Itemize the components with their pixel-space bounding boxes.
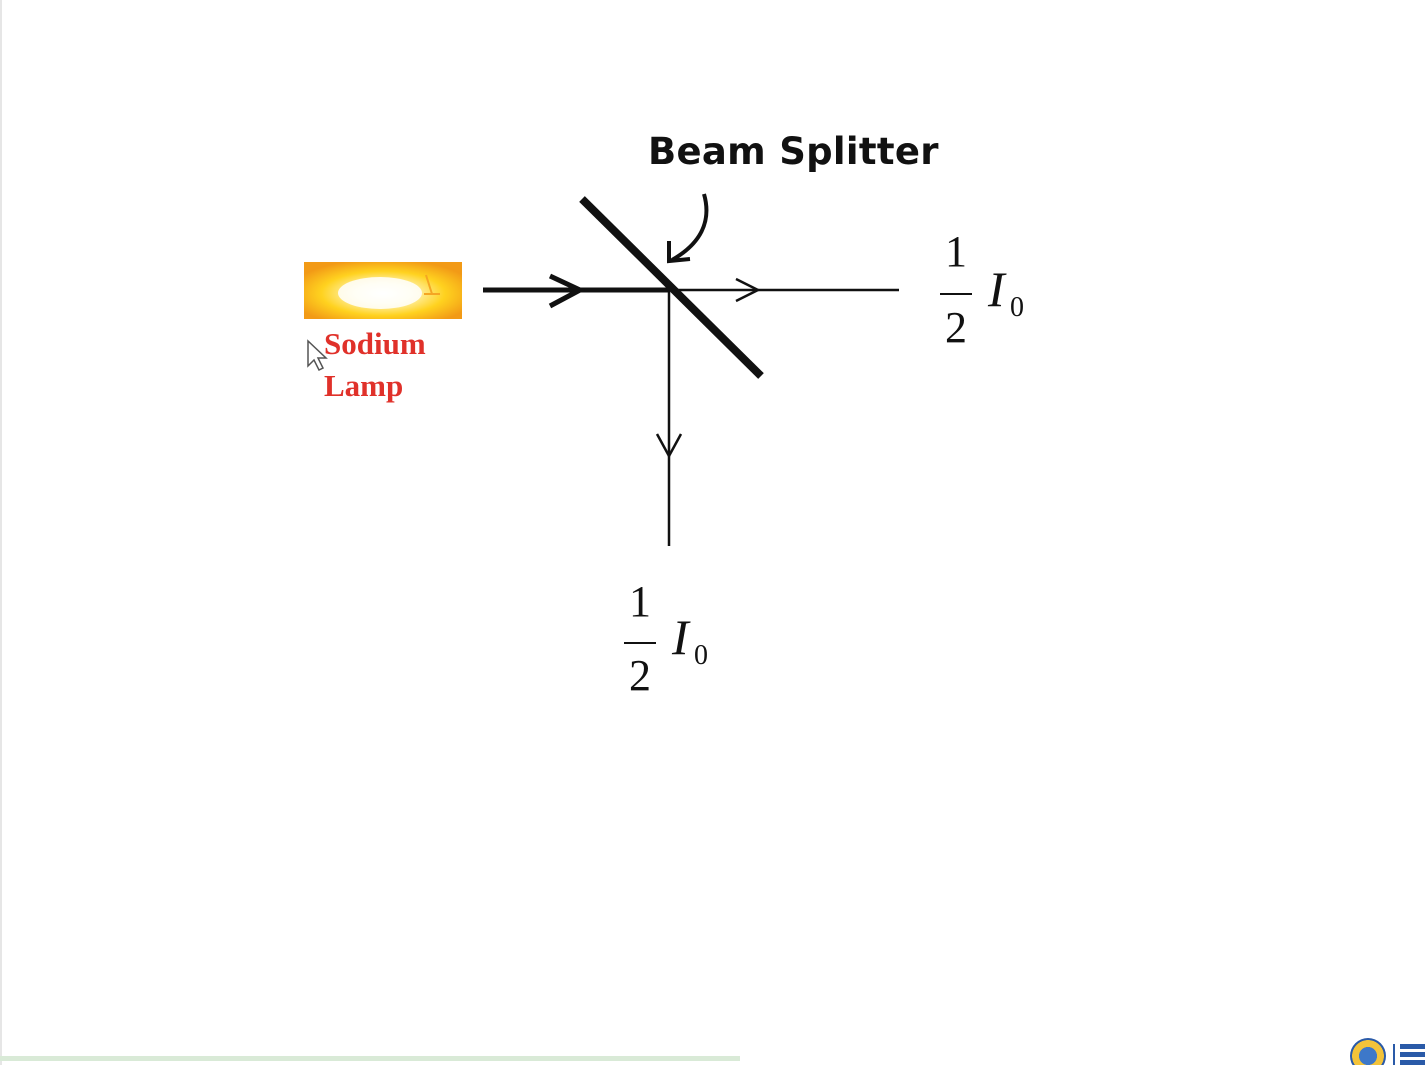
slide-edge xyxy=(0,0,2,1065)
transmitted-intensity-symbol: I xyxy=(988,261,1005,317)
pointer-arrow xyxy=(671,193,709,262)
transmitted-arrowhead xyxy=(735,277,761,303)
mouse-cursor-icon xyxy=(307,339,328,372)
reflected-fraction-bar xyxy=(624,642,656,644)
video-progress-bar[interactable] xyxy=(0,1056,740,1061)
reflected-intensity-label: 1 2 I 0 xyxy=(620,578,730,708)
logo-divider xyxy=(1393,1044,1395,1065)
beam-splitter-label: Beam Splitter xyxy=(648,130,939,173)
reflected-arrowhead xyxy=(655,433,683,459)
reflected-fraction-numerator: 1 xyxy=(629,577,651,626)
transmitted-fraction-denominator: 2 xyxy=(945,303,967,352)
institute-logo-icon xyxy=(1350,1038,1386,1065)
sodium-lamp-image xyxy=(304,262,462,319)
transmitted-intensity-label: 1 2 I 0 xyxy=(936,228,1046,358)
reflected-intensity-subscript: 0 xyxy=(694,640,708,671)
logo-wordmark-icon xyxy=(1400,1044,1425,1065)
transmitted-fraction-numerator: 1 xyxy=(945,227,967,276)
pointer-arrowhead xyxy=(667,241,691,264)
transmitted-intensity-subscript: 0 xyxy=(1010,292,1024,323)
beam-splitter-plate xyxy=(579,196,764,379)
reflected-fraction-denominator: 2 xyxy=(629,651,651,700)
incident-arrowhead xyxy=(548,273,586,309)
sodium-lamp-label-line1: Sodium xyxy=(324,326,426,361)
sodium-lamp-label-line2: Lamp xyxy=(324,368,404,403)
reflected-intensity-symbol: I xyxy=(672,609,689,665)
transmitted-fraction-bar xyxy=(940,293,972,295)
